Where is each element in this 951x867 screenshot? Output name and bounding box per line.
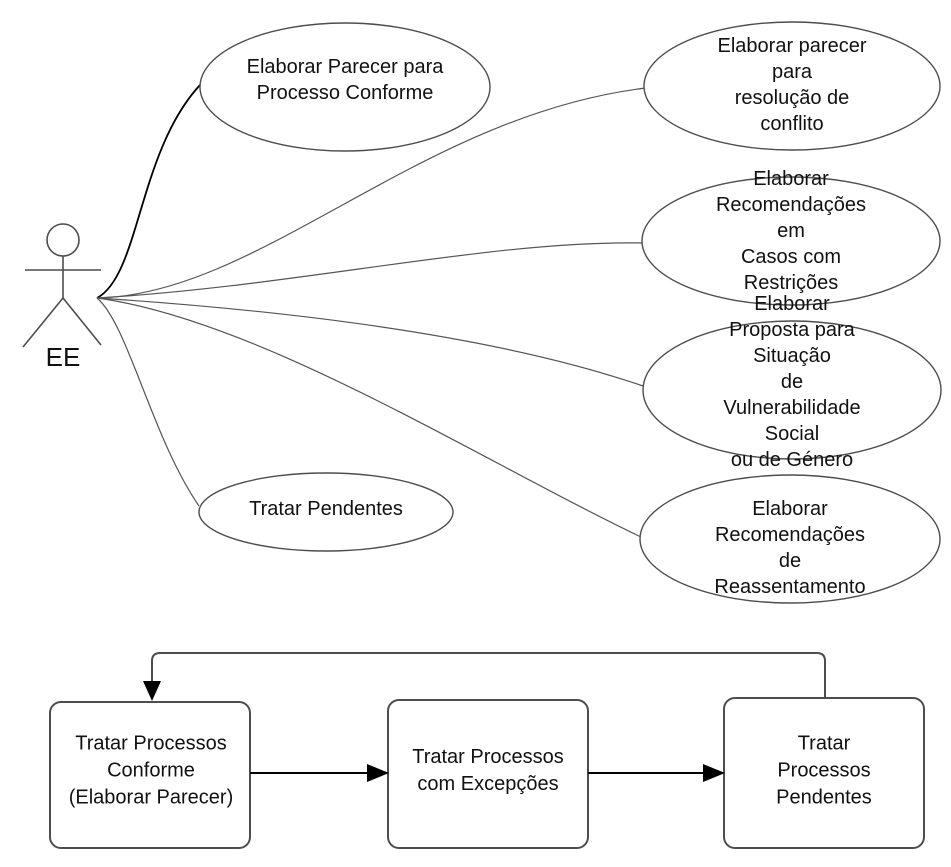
flow-arrow-2-head-icon <box>703 764 725 782</box>
connector-tratar-pendentes <box>96 297 200 507</box>
usecase-ellipse-proposta-vulnerabilidade <box>642 320 942 460</box>
flow-label-tratar-pendentes: Tratar Processos Pendentes <box>776 732 872 809</box>
usecase-ellipse-recomendacoes-reassentamento <box>639 474 941 604</box>
usecase-ellipse-recomendacoes-restricoes <box>641 176 941 306</box>
usecase-label-recomendacoes-restricoes: Elaborar Recomendações em Casos com Rest… <box>715 168 867 294</box>
usecase-label-tratar-pendentes: Tratar Pendentes <box>249 498 403 520</box>
flow-step-boxes <box>49 697 925 849</box>
flow-label-tratar-conforme: Tratar Processos Conforme (Elaborar Pare… <box>68 732 234 809</box>
actor-left-leg-line <box>22 297 64 348</box>
usecase-label-parecer-processo-conforme: Elaborar Parecer para Processo Conforme <box>246 56 444 104</box>
flow-loopback-arrowhead-icon <box>143 681 161 701</box>
flow-box-tratar-conforme <box>49 701 251 849</box>
usecase-ellipse-parecer-processo-conforme <box>199 22 491 152</box>
usecase-label-recomendacoes-reassentamento: Elaborar Recomendações de Reassentamento <box>714 498 866 598</box>
connector-proposta-vulnerabilidade <box>96 297 644 387</box>
connector-parecer-processo-conforme <box>96 84 201 299</box>
flow-arrows <box>250 764 725 782</box>
usecase-ellipse-tratar-pendentes <box>198 472 454 552</box>
actor-label: EE <box>45 342 81 372</box>
connector-recomendacoes-reassentamento <box>96 297 642 538</box>
usecase-label-parecer-resolucao-conflito: Elaborar parecer para resolução de confl… <box>717 35 867 135</box>
actor-connectors <box>96 84 647 538</box>
usecase-label-proposta-vulnerabilidade: Elaborar Proposta para Situação de Vulne… <box>723 293 861 471</box>
usecase-ellipses <box>198 21 942 604</box>
usecase-ellipse-parecer-resolucao-conflito <box>643 21 941 151</box>
flow-loopback-line <box>151 652 826 698</box>
actor-head-icon <box>46 223 80 257</box>
connector-parecer-resolucao-conflito <box>96 87 647 299</box>
flow-arrow-1-head-icon <box>367 764 389 782</box>
flow-label-tratar-excepcoes: Tratar Processos com Excepções <box>412 746 564 795</box>
connector-recomendacoes-restricoes <box>96 242 644 299</box>
actor-right-leg-line <box>62 297 102 346</box>
actor-figure-icon <box>22 223 102 348</box>
